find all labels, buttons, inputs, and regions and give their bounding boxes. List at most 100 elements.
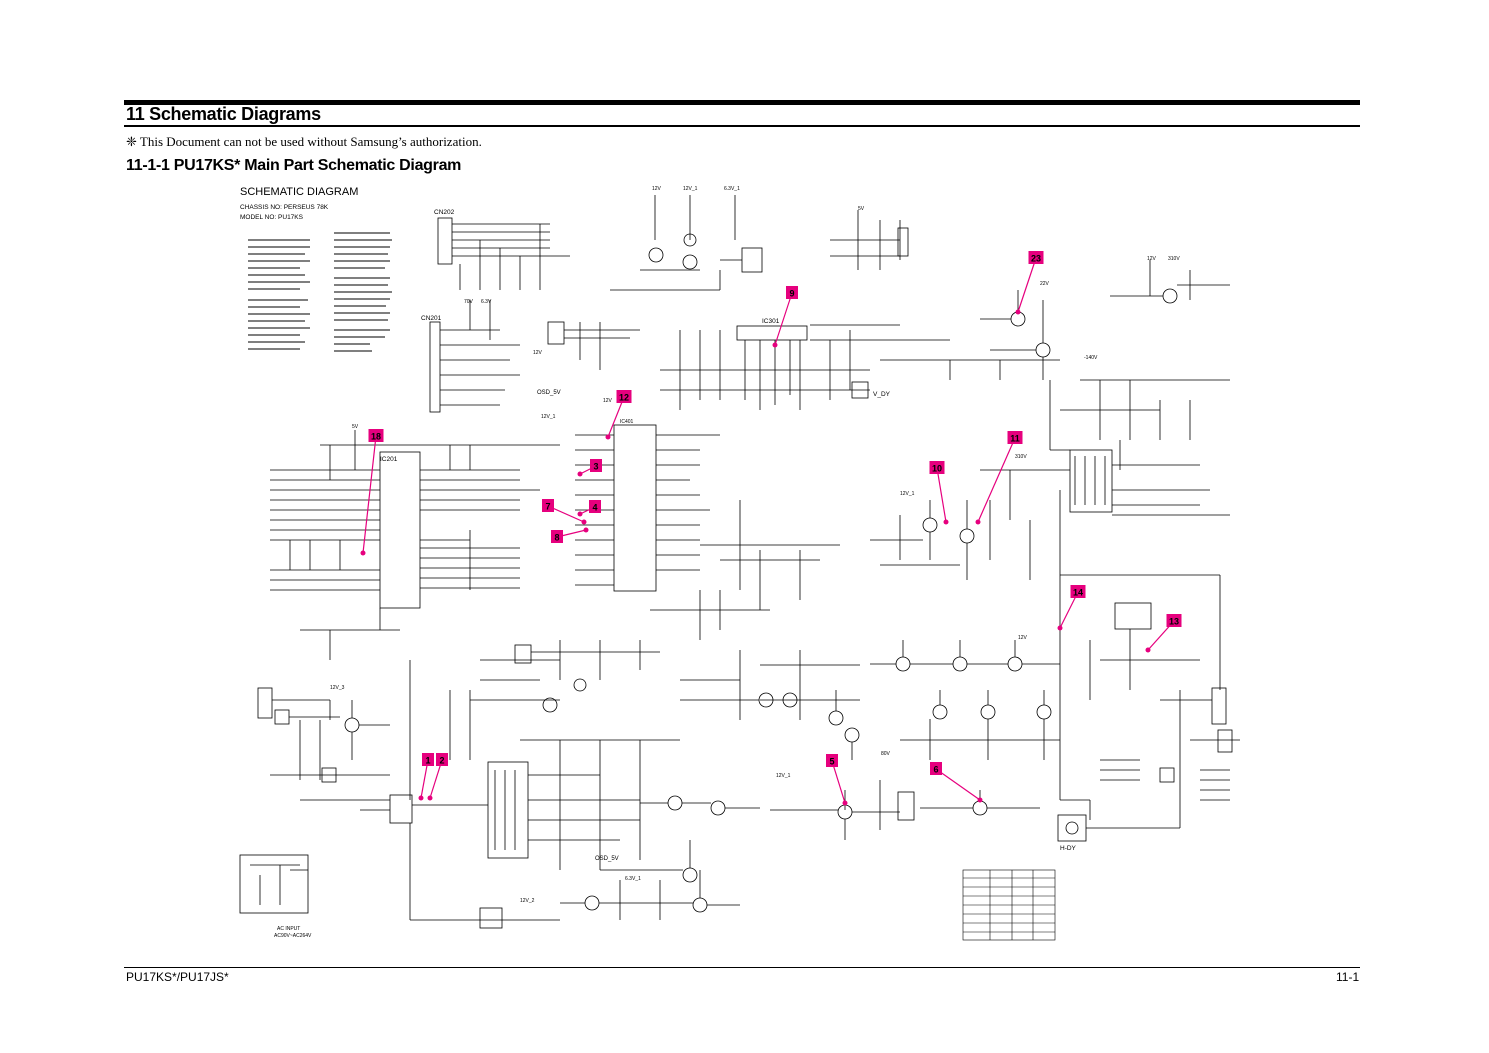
- marker-label: 18: [371, 432, 381, 442]
- marker-label: 3: [593, 462, 598, 472]
- marker-box: [930, 762, 942, 775]
- marker-point: [1015, 309, 1021, 315]
- rail-label: 6.3V_1: [724, 186, 740, 192]
- marker-box: [368, 429, 384, 442]
- footer-models: PU17KS*/PU17JS*: [126, 970, 229, 984]
- rail-label: 6.3V_1: [625, 876, 641, 882]
- rail-label: 12V: [1018, 635, 1028, 641]
- model-label: MODEL NO: PU17KS: [240, 214, 304, 221]
- rail-label: 12V_1: [776, 773, 791, 779]
- rail-label: 12V: [533, 350, 543, 356]
- header-rule-top: [124, 100, 1360, 105]
- marker-box: [422, 753, 434, 766]
- rail-label: 12V: [652, 186, 662, 192]
- section-title: 11 Schematic Diagrams: [126, 104, 321, 124]
- authorization-notice: ❈ This Document can not be used without …: [126, 134, 482, 149]
- marker-label: 11: [1010, 434, 1020, 444]
- rail-label: 12V_1: [683, 186, 698, 192]
- ac-range-label: AC90V~AC264V: [274, 933, 312, 939]
- marker-label: 10: [932, 464, 942, 474]
- marker-label: 23: [1031, 254, 1041, 264]
- rail-label: 310V: [1168, 256, 1180, 262]
- marker-box: [436, 753, 448, 766]
- rail-label: 5V: [858, 206, 865, 212]
- ac-input-label: AC INPUT: [277, 926, 300, 932]
- rail-label: 70V: [464, 299, 474, 305]
- marker-box: [616, 390, 632, 403]
- ic401-label: IC401: [620, 419, 634, 425]
- marker-label: 12: [619, 393, 629, 403]
- marker-leader-line: [774, 292, 793, 346]
- chassis-label: CHASSIS NO: PERSEUS 78K: [240, 204, 329, 211]
- schematic-title: SCHEMATIC DIAGRAM: [240, 186, 358, 198]
- voltage-rail-labels: 12V 12V_1 6.3V_1 5V 70V 6.3V 12V 310V 22…: [330, 186, 1180, 904]
- marker-leader-line: [420, 759, 429, 799]
- marker-point: [1145, 647, 1151, 653]
- marker-point: [577, 511, 583, 517]
- marker-label: 6: [933, 765, 938, 775]
- ic201-label: IC201: [380, 456, 398, 463]
- marker-point: [427, 795, 433, 801]
- marker-box: [1070, 585, 1086, 598]
- rail-label: 22V: [1040, 281, 1050, 287]
- marker-point: [975, 519, 981, 525]
- marker-box: [589, 500, 601, 513]
- marker-leader-line: [977, 437, 1016, 523]
- footer-page-number: 11-1: [1336, 970, 1360, 984]
- v-dy-label: V_DY: [873, 391, 891, 398]
- marker-leader-line: [935, 768, 981, 801]
- marker-leader-line: [607, 396, 625, 438]
- marker-point: [360, 550, 366, 556]
- marker-box: [1028, 251, 1044, 264]
- rail-label: 12V_1: [900, 491, 915, 497]
- rail-label: 6.3V: [481, 299, 492, 305]
- rail-label: 12V: [1147, 256, 1157, 262]
- notes-text-block: [248, 232, 392, 352]
- marker-point: [1057, 625, 1063, 631]
- marker-label: 9: [789, 289, 794, 299]
- header-rule-bottom: [124, 125, 1360, 127]
- connector-cn202: CN202: [434, 209, 455, 216]
- rail-label: -140V: [1084, 355, 1098, 361]
- marker-point: [583, 527, 589, 533]
- marker-leader-line: [429, 759, 443, 799]
- marker-label: 2: [439, 756, 444, 766]
- reference-table: [962, 869, 1056, 941]
- subsection-title: 11-1-1 PU17KS* Main Part Schematic Diagr…: [126, 157, 462, 174]
- footer-rule: [124, 967, 1360, 968]
- marker-box: [786, 286, 798, 299]
- marker-label: 14: [1073, 588, 1083, 598]
- marker-label: 5: [829, 757, 834, 767]
- marker-point: [977, 797, 983, 803]
- marker-box: [826, 754, 838, 767]
- marker-label: 1: [425, 756, 430, 766]
- rail-label: 12V_2: [520, 898, 535, 904]
- rail-label: 12V: [603, 398, 613, 404]
- marker-point: [842, 800, 848, 806]
- marker-label: 7: [545, 502, 550, 512]
- marker-box: [929, 461, 945, 474]
- marker-box: [590, 459, 602, 472]
- marker-point: [605, 434, 611, 440]
- marker-point: [943, 519, 949, 525]
- h-dy-label: H-DY: [1060, 845, 1077, 852]
- marker-box: [551, 530, 563, 543]
- marker-box: [1007, 431, 1023, 444]
- marker-point: [772, 342, 778, 348]
- marker-box: [1166, 614, 1182, 627]
- connector-cn201: CN201: [421, 315, 442, 322]
- osd-5v-label-a: OSD_5V: [537, 390, 561, 396]
- marker-point: [418, 795, 424, 801]
- marker-label: 13: [1169, 617, 1179, 627]
- marker-leader-line: [362, 435, 377, 554]
- marker-point: [581, 519, 587, 525]
- marker-leader-line: [831, 760, 846, 804]
- marker-label: 4: [592, 503, 597, 513]
- marker-box: [542, 499, 554, 512]
- rail-label: 5V: [352, 424, 359, 430]
- marker-leader-line: [1017, 257, 1037, 313]
- rail-label: 310V: [1015, 454, 1027, 460]
- rail-label: 80V: [881, 751, 891, 757]
